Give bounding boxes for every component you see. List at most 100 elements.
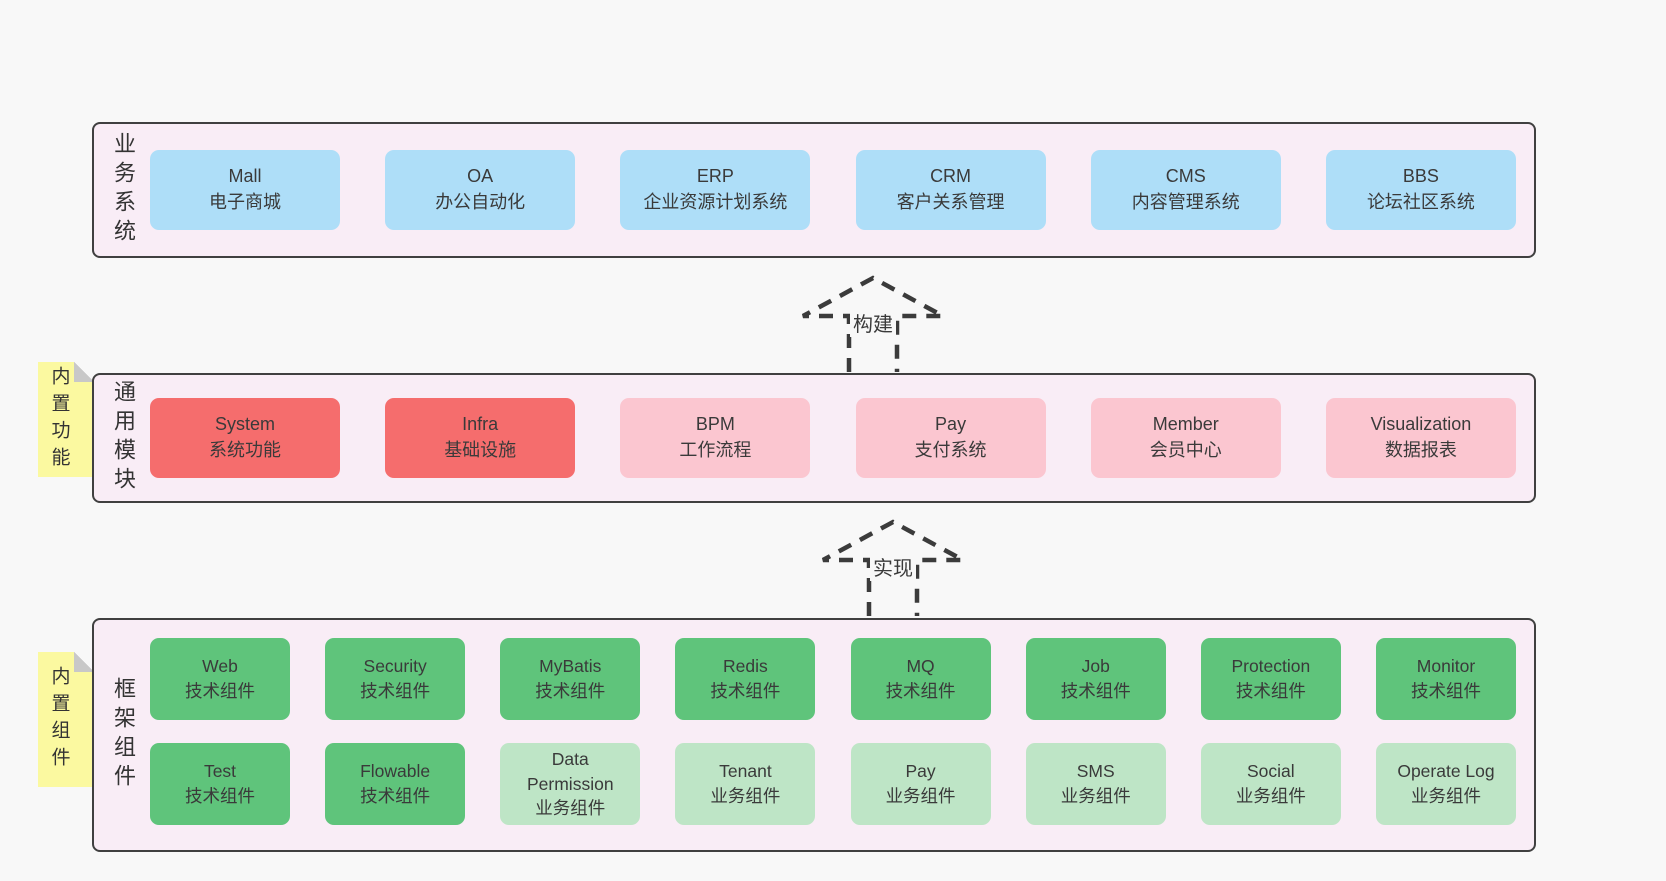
module-title: Pay	[905, 761, 936, 782]
module-subtitle: 数据报表	[1384, 440, 1457, 460]
module-box-sms: SMS 业务组件	[1025, 743, 1166, 825]
module-box-tenant: Tenant 业务组件	[675, 743, 816, 825]
module-subtitle: 系统功能	[209, 440, 281, 460]
module-title: Data Permission	[527, 748, 614, 794]
module-subtitle: 电子商城	[209, 192, 281, 212]
module-title: Pay	[935, 414, 967, 435]
module-title: Mall	[228, 166, 262, 187]
module-title: Tenant	[719, 761, 772, 782]
dashed-up-arrow-icon	[801, 275, 945, 372]
sticky-note-builtin-components: 内置组件	[38, 652, 94, 787]
module-subtitle: 内容管理系统	[1131, 192, 1240, 212]
module-box-bbs: BBS 论坛社区系统	[1325, 150, 1516, 230]
module-box-bpm: BPM 工作流程	[620, 398, 811, 478]
module-box-monitor: Monitor 技术组件	[1375, 638, 1516, 720]
sticky-note-builtin-features: 内置功能	[38, 362, 94, 477]
module-box-crm: CRM 客户关系管理	[855, 150, 1046, 230]
module-subtitle: 技术组件	[185, 681, 255, 701]
sticky-note-label: 内置组件	[48, 665, 70, 774]
module-title: Security	[363, 656, 427, 677]
module-title: Social	[1247, 761, 1295, 782]
module-box-job: Job 技术组件	[1025, 638, 1166, 720]
module-title: Infra	[462, 414, 499, 435]
panel-label-common-modules: 通用模块	[111, 380, 136, 496]
module-row: System 系统功能 Infra 基础设施 BPM 工作流程 Pay 支付系统 Member 会…	[150, 398, 1516, 478]
module-box-infra: Infra 基础设施	[385, 398, 576, 478]
module-title: BBS	[1402, 166, 1439, 187]
module-title: ERP	[696, 166, 734, 187]
module-title: Member	[1152, 414, 1219, 435]
module-subtitle: 论坛社区系统	[1366, 192, 1475, 212]
module-box-data-permission: Data Permission 业务组件	[500, 743, 641, 825]
module-box-member: Member 会员中心	[1090, 398, 1281, 478]
module-title: Monitor	[1416, 656, 1476, 677]
module-subtitle: 技术组件	[710, 681, 781, 701]
module-title: CMS	[1165, 166, 1206, 187]
module-box-social: Social 业务组件	[1200, 743, 1341, 825]
module-subtitle: 工作流程	[679, 440, 752, 460]
module-subtitle: 支付系统	[914, 440, 987, 460]
module-subtitle: 业务组件	[710, 786, 781, 806]
module-subtitle: 办公自动化	[435, 192, 526, 212]
module-box-pay: Pay 业务组件	[850, 743, 991, 825]
panel-label-framework-components: 框架组件	[111, 677, 136, 793]
module-box-cms: CMS 内容管理系统	[1090, 150, 1281, 230]
module-title: Visualization	[1370, 414, 1472, 435]
module-box-mall: Mall 电子商城	[150, 150, 340, 230]
module-row: Mall 电子商城 OA 办公自动化 ERP 企业资源计划系统 CRM 客户关系管理 CMS 内容…	[150, 150, 1516, 230]
module-box-pay: Pay 支付系统	[855, 398, 1046, 478]
module-title: Protection	[1231, 656, 1311, 677]
module-title: System	[214, 414, 275, 435]
module-subtitle: 企业资源计划系统	[643, 192, 788, 212]
module-box-protection: Protection 技术组件	[1200, 638, 1341, 720]
module-title: MQ	[906, 656, 935, 677]
module-box-erp: ERP 企业资源计划系统	[620, 150, 811, 230]
module-title: Flowable	[360, 761, 431, 782]
module-subtitle: 技术组件	[1060, 681, 1131, 701]
module-subtitle: 技术组件	[185, 786, 255, 806]
arrow-implement-label: 实现	[870, 552, 916, 581]
arrow-build: 构建	[800, 275, 946, 372]
module-subtitle: 技术组件	[1235, 681, 1306, 701]
module-title: CRM	[930, 166, 972, 187]
module-subtitle: 业务组件	[1410, 786, 1481, 806]
module-box-visualization: Visualization 数据报表	[1325, 398, 1516, 478]
module-box-redis: Redis 技术组件	[675, 638, 816, 720]
module-title: SMS	[1076, 761, 1115, 782]
sticky-note-label: 内置功能	[48, 365, 70, 474]
module-box-mybatis: MyBatis 技术组件	[500, 638, 641, 720]
module-subtitle: 业务组件	[535, 798, 606, 819]
module-subtitle: 业务组件	[1235, 786, 1306, 806]
module-title: BPM	[695, 414, 735, 435]
module-subtitle: 基础设施	[444, 440, 517, 460]
module-title: Redis	[723, 656, 768, 677]
module-title: MyBatis	[539, 656, 602, 677]
module-subtitle: 业务组件	[1060, 786, 1131, 806]
module-title: Test	[203, 761, 237, 782]
arrow-build-label: 构建	[850, 308, 896, 337]
panel-common-modules: 通用模块 System 系统功能 Infra 基础设施 BPM 工作流程 Pay 支付系统 Me…	[92, 373, 1536, 503]
module-subtitle: 技术组件	[1410, 681, 1481, 701]
arrow-implement: 实现	[820, 519, 966, 616]
module-subtitle: 客户关系管理	[896, 192, 1005, 212]
module-title: Job	[1081, 656, 1110, 677]
module-subtitle: 技术组件	[360, 786, 431, 806]
module-title: Operate Log	[1397, 761, 1495, 782]
module-box-oa: OA 办公自动化	[385, 150, 576, 230]
module-subtitle: 技术组件	[535, 681, 606, 701]
module-subtitle: 技术组件	[360, 681, 431, 701]
module-subtitle: 会员中心	[1149, 440, 1222, 460]
dashed-up-arrow-icon	[821, 519, 965, 616]
module-subtitle: 业务组件	[885, 786, 956, 806]
module-title: OA	[467, 166, 494, 187]
module-box-flowable: Flowable 技术组件	[325, 743, 466, 825]
module-box-test: Test 技术组件	[150, 743, 290, 825]
module-box-operate-log: Operate Log 业务组件	[1375, 743, 1516, 825]
